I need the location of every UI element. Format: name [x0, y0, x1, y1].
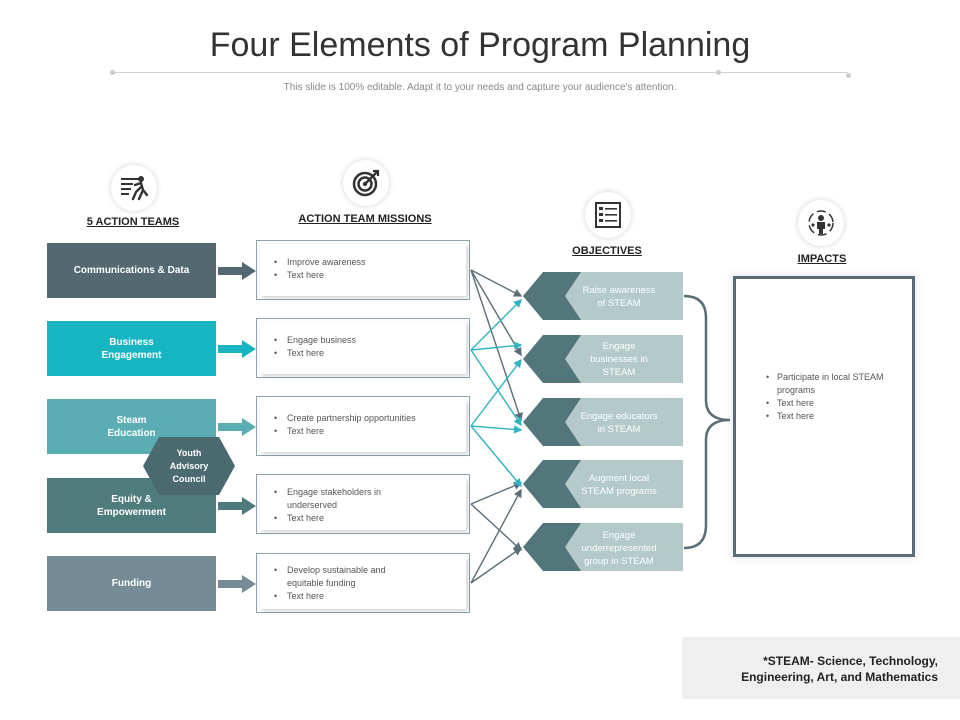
- mission-box: Develop sustainable and equitable fundin…: [256, 553, 470, 613]
- objective-label: Engage educators in STEAM: [580, 411, 658, 435]
- rule-dot-mid: [716, 70, 721, 75]
- checklist-icon: [585, 192, 631, 238]
- objective-shape: [523, 460, 683, 508]
- objective-label: Engage underrepresented group in STEAM: [581, 530, 657, 567]
- mission-list: Develop sustainable and equitable fundin…: [257, 564, 412, 603]
- mission-list: Engage stakeholders in underserved Text …: [257, 486, 407, 525]
- list-item: Engage business: [274, 334, 356, 347]
- mission-list: Create partnership opportunities Text he…: [257, 412, 416, 438]
- rule-dot-left: [110, 70, 115, 75]
- mission-box: Create partnership opportunities Text he…: [256, 396, 470, 456]
- youth-council-hexagon: [143, 437, 235, 495]
- page-subtitle: This slide is 100% editable. Adapt it to…: [283, 82, 677, 93]
- arrow-right-icon: [218, 262, 256, 280]
- impacts-box: Participate in local STEAM programs Text…: [733, 276, 915, 557]
- objective-shape: [523, 398, 683, 446]
- list-item: Text here: [766, 410, 897, 423]
- objective-shape: [523, 335, 683, 383]
- heading-impacts: IMPACTS: [797, 253, 847, 265]
- objective-label: Engage businesses in STEAM: [590, 341, 648, 378]
- list-item: Text here: [274, 347, 356, 360]
- list-item: Text here: [274, 590, 412, 603]
- mission-box: Engage business Text here: [256, 318, 470, 378]
- target-icon: [343, 160, 389, 206]
- footnote-panel: *STEAM- Science, Technology, Engineering…: [682, 637, 960, 699]
- arrow-right-icon: [218, 418, 256, 436]
- arrow-right-icon: [218, 497, 256, 515]
- list-item: Text here: [274, 425, 416, 438]
- arrow-right-icon: [218, 340, 256, 358]
- objective-label: Raise awareness of STEAM: [582, 285, 656, 309]
- mission-list: Improve awareness Text here: [257, 256, 366, 282]
- mission-box: Engage stakeholders in underserved Text …: [256, 474, 470, 534]
- team-funding: Funding: [47, 556, 216, 611]
- list-item: Engage stakeholders in underserved: [274, 486, 407, 512]
- list-item: Develop sustainable and equitable fundin…: [274, 564, 412, 590]
- list-item: Improve awareness: [274, 256, 365, 269]
- youth-council-label: Youth Advisory Council: [169, 448, 209, 484]
- mission-box: Improve awareness Text here: [256, 240, 470, 300]
- team-business-engagement: Business Engagement: [47, 321, 216, 376]
- impacts-list: Participate in local STEAM programs Text…: [766, 371, 897, 423]
- runner-icon: [111, 165, 157, 211]
- objective-shape: [523, 523, 683, 571]
- title-rule: [113, 72, 848, 73]
- arrow-right-icon: [218, 575, 256, 593]
- list-item: Create partnership opportunities: [274, 412, 416, 425]
- team-communications-data: Communications & Data: [47, 243, 216, 298]
- objective-label: Augment local STEAM programs: [581, 473, 657, 497]
- people-cycle-icon: [798, 200, 844, 246]
- list-item: Participate in local STEAM programs: [766, 371, 897, 397]
- heading-action-teams: 5 ACTION TEAMS: [86, 216, 180, 228]
- list-item: Text here: [274, 269, 366, 282]
- rule-dot-right: [846, 73, 851, 78]
- heading-objectives: OBJECTIVES: [572, 245, 642, 257]
- objective-shape: [523, 272, 683, 320]
- page-title: Four Elements of Program Planning: [209, 26, 751, 64]
- footnote-text: *STEAM- Science, Technology, Engineering…: [741, 654, 938, 684]
- list-item: Text here: [274, 512, 407, 525]
- mission-list: Engage business Text here: [257, 334, 356, 360]
- list-item: Text here: [766, 397, 897, 410]
- heading-missions: ACTION TEAM MISSIONS: [298, 213, 432, 225]
